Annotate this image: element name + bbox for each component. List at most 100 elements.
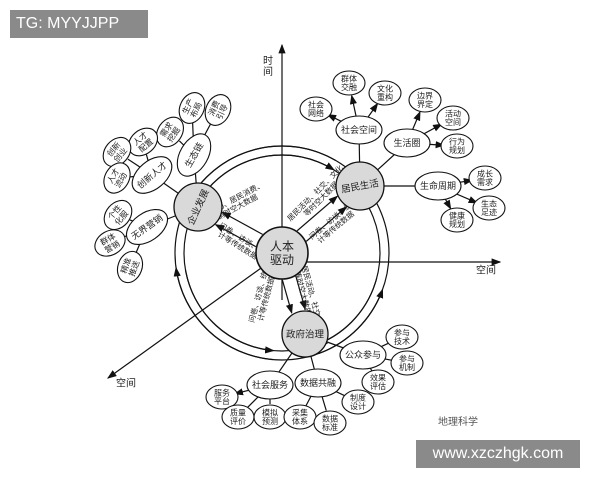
leaf-node [390, 350, 424, 376]
leaf-node [341, 389, 375, 415]
leaf-node [204, 94, 232, 126]
text-line: 群体 [341, 73, 357, 83]
text-line: 成长 [477, 168, 493, 178]
leaf-node [368, 80, 402, 106]
sub-node [339, 340, 387, 370]
text-line: 参与 [394, 327, 410, 337]
leaf-node [361, 369, 395, 395]
text-line: 规划 [449, 219, 465, 229]
data-flow-arrow [214, 224, 257, 248]
text-line: 评估 [370, 381, 386, 391]
leaf-node-label: 社会网络 [308, 99, 324, 118]
text-line: 生命周期 [420, 180, 456, 192]
sub-node [176, 133, 212, 177]
leaf-node [332, 70, 366, 96]
ring-arrow [184, 269, 275, 354]
sub-node [131, 156, 173, 194]
leaf-node [313, 410, 347, 436]
leaf-node-label: 数据标准 [322, 413, 338, 432]
text-line: 社会服务 [252, 379, 288, 391]
ring-arrow [173, 266, 273, 361]
leaf-node-label: 模拟预测 [262, 407, 278, 426]
sub-node-label: 数据共融 [300, 377, 336, 389]
leaf-node [178, 92, 206, 124]
text-line: 文化 [377, 83, 393, 93]
leaf-node [116, 250, 144, 284]
text-line: 间 [263, 65, 273, 78]
sub-node [383, 128, 431, 158]
sub-node [246, 370, 294, 400]
main-node-label-government: 政府治理 [286, 328, 325, 340]
text-line: 空间 [476, 264, 496, 277]
text-line: 交融 [341, 82, 357, 92]
leaf-node [385, 324, 419, 350]
leaf-node [472, 195, 506, 221]
text-line: 生活圈 [393, 137, 420, 149]
leaf-node-label: 参与机制 [399, 353, 415, 372]
text-line: 数据 [322, 413, 338, 423]
ring-arrow [318, 288, 384, 355]
sub-node-label: 社会服务 [252, 379, 288, 391]
text-line: 数据共融 [300, 377, 336, 389]
text-line: 参与 [399, 353, 415, 363]
leaf-node [440, 133, 474, 159]
text-line: 足迹 [481, 207, 497, 217]
text-line: 健康 [449, 210, 465, 220]
data-flow-arrow [221, 211, 263, 235]
text-line: 活动 [445, 108, 461, 118]
leaf-node [102, 136, 132, 168]
leaf-node-label: 健康规划 [449, 210, 465, 229]
space-axis-label-right: 空间 [476, 264, 496, 277]
main-node-government [281, 310, 329, 358]
leaf-node [408, 87, 442, 113]
leaf-node-label: 采集体系 [292, 407, 308, 426]
text-line: 设计 [350, 401, 366, 411]
text-line: 空间 [116, 377, 136, 390]
leaf-node-label: 边界界定 [417, 90, 433, 109]
text-line: 体系 [292, 416, 308, 426]
main-node-resident [335, 161, 385, 211]
data-flow-arrow [281, 279, 293, 314]
source-badge: 地理科学 [438, 417, 478, 428]
leaf-node-label: 参与技术 [394, 327, 410, 346]
sub-node-label: 生命周期 [420, 180, 456, 192]
text-line: 服务 [214, 387, 230, 397]
space-axis-label-diagonal: 空间 [116, 377, 136, 390]
text-line: 技术 [394, 336, 410, 346]
text-line: 标准 [322, 422, 338, 432]
text-line: 驱动 [270, 253, 294, 267]
text-line: 预测 [262, 416, 278, 426]
text-line: 公众参与 [345, 349, 381, 361]
text-line: 采集 [292, 407, 308, 417]
text-line: 平台 [214, 396, 230, 406]
leaf-node [468, 165, 502, 191]
text-line: 网络 [308, 108, 324, 118]
text-line: 效果 [370, 372, 386, 382]
leaf-node-label: 制度设计 [350, 392, 366, 411]
text-line: 时 [263, 55, 273, 67]
leaf-node [205, 384, 239, 410]
text-line: 政府治理 [286, 328, 325, 340]
leaf-node [103, 199, 133, 231]
sub-node-label: 社会空间 [341, 124, 377, 136]
center-node-label: 人本驱动 [270, 240, 294, 267]
leaf-node [436, 105, 470, 131]
main-node-enterprise [173, 182, 223, 232]
leaf-node-label: 行为规划 [449, 136, 465, 155]
data-flow-arrow [296, 195, 339, 232]
text-line: 评价 [230, 417, 246, 426]
time-axis-label: 时间 [263, 55, 273, 78]
leaf-node-label: 活动空间 [445, 108, 461, 127]
data-flow-arrow [305, 206, 348, 242]
text-line: 模拟 [262, 407, 278, 417]
sub-node-label: 公众参与 [345, 349, 381, 361]
watermark-top: TG: MYYJJPP [10, 10, 148, 38]
leaf-node-label: 成长需求 [477, 168, 493, 187]
text-line: 规划 [449, 145, 465, 155]
text-line: 需求 [477, 177, 493, 187]
sub-node [335, 115, 383, 145]
leaf-node-label: 效果评估 [370, 372, 386, 391]
text-line: 制度 [350, 392, 366, 402]
center-node [255, 226, 309, 280]
